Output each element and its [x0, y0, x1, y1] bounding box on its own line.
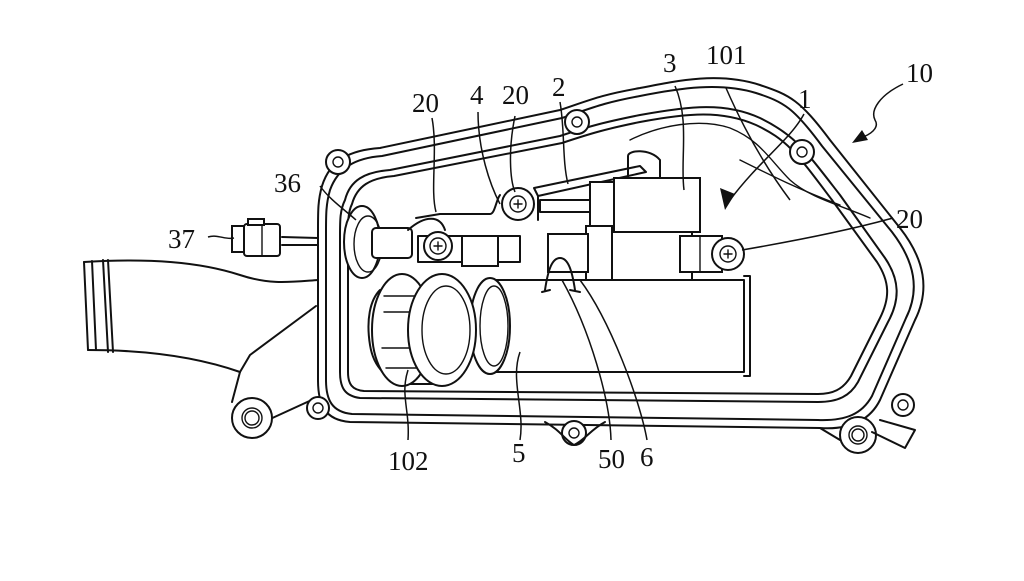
label-filter-102: 102	[388, 446, 429, 476]
housing	[306, 77, 925, 454]
mount-boss	[231, 397, 273, 439]
label-screw-20-right: 20	[896, 204, 923, 234]
label-assembly-10: 10	[906, 58, 933, 88]
intake-duct	[83, 259, 319, 439]
clamp-50	[541, 233, 589, 293]
label-tube-5: 5	[512, 438, 526, 468]
label-device-1: 1	[798, 84, 812, 114]
label-chamber-101: 101	[706, 40, 747, 70]
plug-37	[231, 218, 319, 257]
label-bracket-4: 4	[470, 80, 484, 110]
reference-labels: 20 4 20 2 3 101 1 10 20 36 37 102 5 50 6	[168, 40, 933, 476]
label-part-2: 2	[552, 72, 566, 102]
label-part-50: 50	[598, 444, 625, 474]
tube-5	[469, 275, 751, 377]
bracket-4	[415, 194, 521, 267]
label-part-6: 6	[640, 442, 654, 472]
screw-20-left	[423, 231, 453, 261]
label-screw-20-left: 20	[412, 88, 439, 118]
screw-20-mid	[501, 187, 535, 221]
label-screw-20-mid: 20	[502, 80, 529, 110]
filter-102	[367, 273, 477, 387]
connector-36	[343, 205, 446, 279]
screw-20-right	[711, 237, 745, 271]
label-plug-37: 37	[168, 224, 195, 254]
label-part-3: 3	[663, 48, 677, 78]
actuator-2-3	[533, 150, 723, 281]
bolt-bosses	[306, 109, 915, 454]
label-connector-36: 36	[274, 168, 301, 198]
leader-lines	[207, 83, 904, 441]
